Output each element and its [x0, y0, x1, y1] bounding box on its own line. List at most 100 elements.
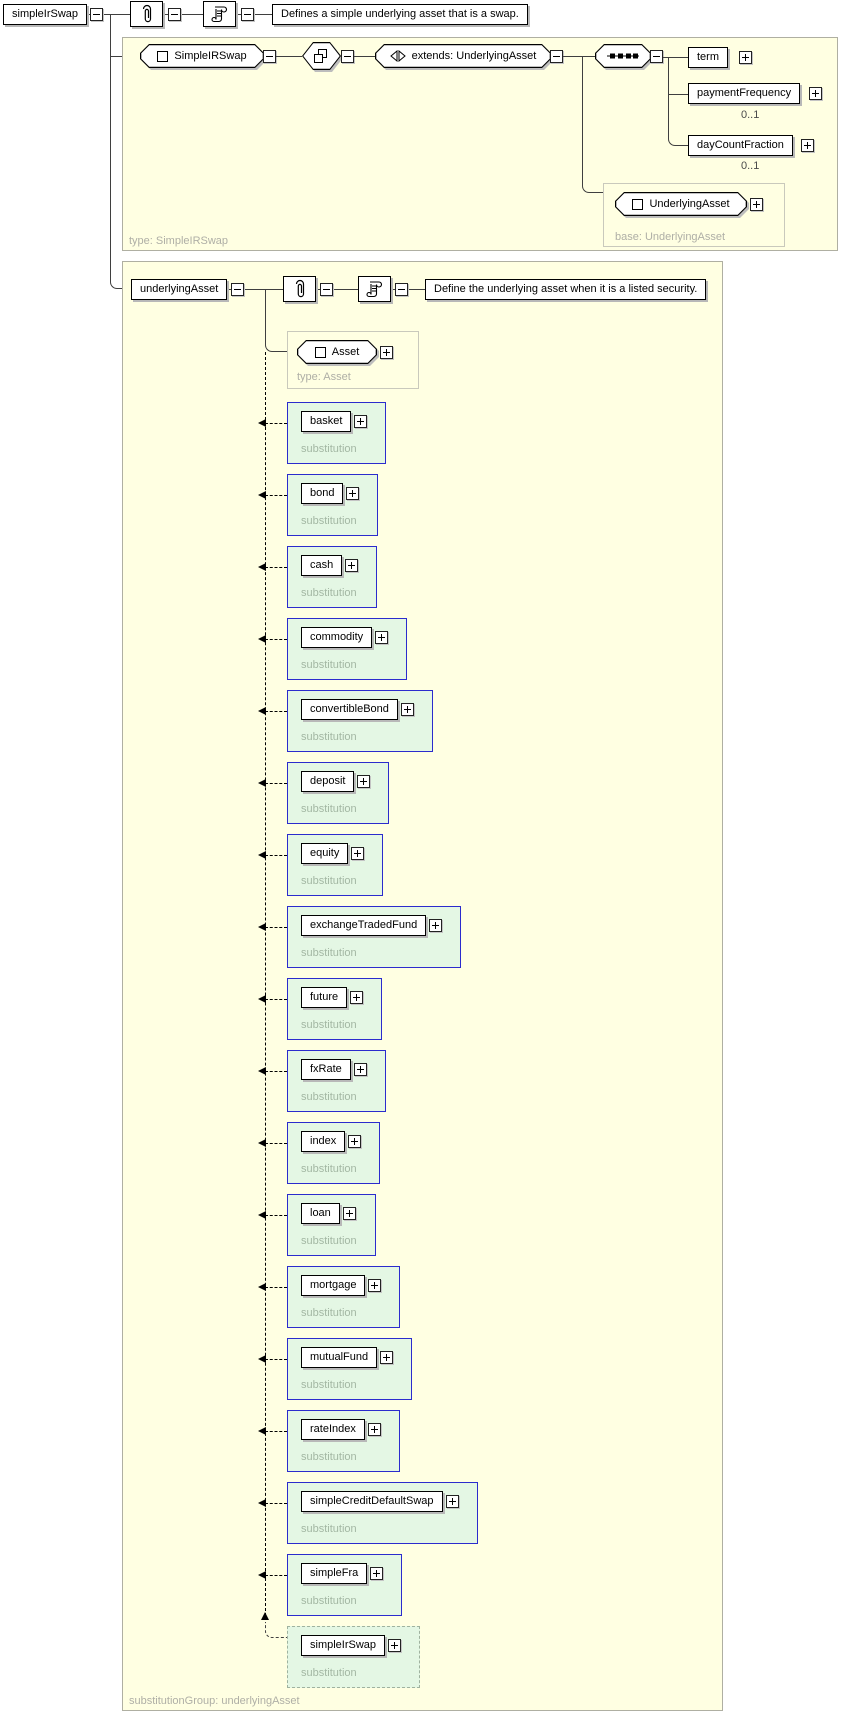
element-box-dayCountFraction[interactable]: dayCountFraction	[688, 135, 793, 156]
expand-toggle[interactable]	[809, 87, 822, 100]
expand-toggle[interactable]	[739, 51, 752, 64]
expand-toggle[interactable]	[354, 415, 368, 428]
collapse-toggle[interactable]	[90, 8, 103, 21]
member-element-label: bond	[310, 487, 335, 499]
substitution-member: commodity substitution	[258, 618, 408, 680]
substitution-panel	[122, 261, 723, 1711]
connector-line	[236, 14, 272, 15]
expand-toggle[interactable]	[370, 1567, 384, 1580]
expand-toggle[interactable]	[348, 1135, 362, 1148]
expand-toggle[interactable]	[750, 198, 763, 211]
member-element-box[interactable]: fxRate	[301, 1059, 351, 1080]
member-element-box[interactable]: deposit	[301, 771, 355, 792]
head-element-label: underlyingAsset	[140, 283, 219, 295]
collapse-toggle[interactable]	[341, 50, 354, 63]
dashed-connector	[265, 1215, 287, 1216]
expand-toggle[interactable]	[353, 1063, 367, 1076]
head-type-node[interactable]: Asset	[297, 340, 377, 364]
head-element-box[interactable]: underlyingAsset	[131, 279, 228, 300]
scroll-icon	[210, 6, 227, 23]
member-element-box[interactable]: future	[301, 987, 348, 1008]
member-element-box[interactable]: simpleIrSwap	[301, 1635, 386, 1656]
base-type-node[interactable]: UnderlyingAsset	[615, 192, 747, 216]
member-element-box[interactable]: mortgage	[301, 1275, 366, 1296]
extension-node[interactable]: extends: UnderlyingAsset	[375, 44, 551, 68]
member-element-box[interactable]: convertibleBond	[301, 699, 398, 720]
collapse-toggle[interactable]	[550, 50, 563, 63]
annotation-box[interactable]	[283, 276, 316, 302]
dashed-left-arrow-icon	[258, 1499, 266, 1507]
expand-toggle[interactable]	[351, 847, 365, 860]
root-element-box[interactable]: simpleIrSwap	[3, 4, 88, 25]
collapse-toggle[interactable]	[395, 283, 408, 296]
member-element-box[interactable]: mutualFund	[301, 1347, 378, 1368]
member-element-box[interactable]: basket	[301, 411, 352, 432]
collapse-toggle[interactable]	[320, 283, 333, 296]
member-element-box[interactable]: cash	[301, 555, 343, 576]
documentation-box[interactable]	[203, 1, 236, 27]
member-element-box[interactable]: equity	[301, 843, 349, 864]
occurrence-label: 0..1	[741, 109, 760, 121]
expand-toggle[interactable]	[345, 559, 359, 572]
member-element-label: commodity	[310, 631, 364, 643]
up-arrow-icon	[261, 1612, 269, 1620]
member-element-box[interactable]: simpleCreditDefaultSwap	[301, 1491, 443, 1512]
member-element-label: simpleFra	[310, 1567, 359, 1579]
dashed-left-arrow-icon	[258, 635, 266, 643]
expand-toggle[interactable]	[801, 139, 814, 152]
substitution-caption: substitution	[301, 1667, 357, 1679]
base-type-footer: base: UnderlyingAsset	[615, 231, 726, 243]
element-label: term	[697, 51, 719, 63]
collapse-toggle[interactable]	[231, 283, 244, 296]
collapse-toggle[interactable]	[650, 50, 663, 63]
substitution-member: simpleCreditDefaultSwap substitution	[258, 1482, 478, 1544]
substitution-block: commodity substitution	[287, 618, 408, 680]
expand-toggle[interactable]	[445, 1495, 459, 1508]
substitution-caption: substitution	[301, 947, 357, 959]
substitution-block: rateIndex substitution	[287, 1410, 400, 1472]
expand-toggle[interactable]	[429, 919, 443, 932]
member-element-box[interactable]: loan	[301, 1203, 340, 1224]
member-element-box[interactable]: simpleFra	[301, 1563, 368, 1584]
substitution-caption: substitution	[301, 875, 357, 887]
substitution-caption: substitution	[301, 1595, 357, 1607]
collapse-toggle[interactable]	[168, 8, 181, 21]
element-box-paymentFrequency[interactable]: paymentFrequency	[688, 83, 801, 104]
expand-toggle[interactable]	[367, 1423, 381, 1436]
dashed-connector	[265, 567, 287, 568]
member-element-box[interactable]: commodity	[301, 627, 373, 648]
member-element-label: index	[310, 1135, 337, 1147]
member-element-box[interactable]: bond	[301, 483, 344, 504]
dashed-left-arrow-icon	[258, 419, 266, 427]
member-element-box[interactable]: exchangeTradedFund	[301, 915, 427, 936]
derivation-node[interactable]	[302, 42, 341, 70]
collapse-toggle[interactable]	[241, 8, 254, 21]
expand-toggle[interactable]	[380, 1351, 394, 1364]
expand-toggle[interactable]	[368, 1279, 382, 1292]
documentation-box[interactable]	[358, 276, 391, 302]
substitution-member: convertibleBond substitution	[258, 690, 433, 752]
expand-toggle[interactable]	[350, 991, 364, 1004]
substitution-block: convertibleBond substitution	[287, 690, 433, 752]
base-type-label: UnderlyingAsset	[649, 198, 730, 210]
expand-toggle[interactable]	[380, 346, 393, 359]
member-element-box[interactable]: index	[301, 1131, 346, 1152]
dashed-connector	[265, 855, 287, 856]
connector-line	[276, 56, 302, 57]
substitution-caption: substitution	[301, 1019, 357, 1031]
expand-toggle[interactable]	[342, 1207, 356, 1220]
expand-toggle[interactable]	[400, 703, 414, 716]
sequence-node[interactable]	[595, 44, 651, 68]
substitution-block: exchangeTradedFund substitution	[287, 906, 462, 968]
member-element-box[interactable]: rateIndex	[301, 1419, 365, 1440]
annotation-box[interactable]	[130, 1, 163, 27]
complextype-node[interactable]: SimpleIRSwap	[140, 44, 264, 68]
element-box-term[interactable]: term	[688, 47, 728, 68]
collapse-toggle[interactable]	[263, 50, 276, 63]
expand-toggle[interactable]	[375, 631, 389, 644]
expand-toggle[interactable]	[357, 775, 371, 788]
substitution-member: mortgage substitution	[258, 1266, 401, 1328]
expand-toggle[interactable]	[388, 1639, 402, 1652]
substitution-caption: substitution	[301, 587, 357, 599]
expand-toggle[interactable]	[346, 487, 360, 500]
